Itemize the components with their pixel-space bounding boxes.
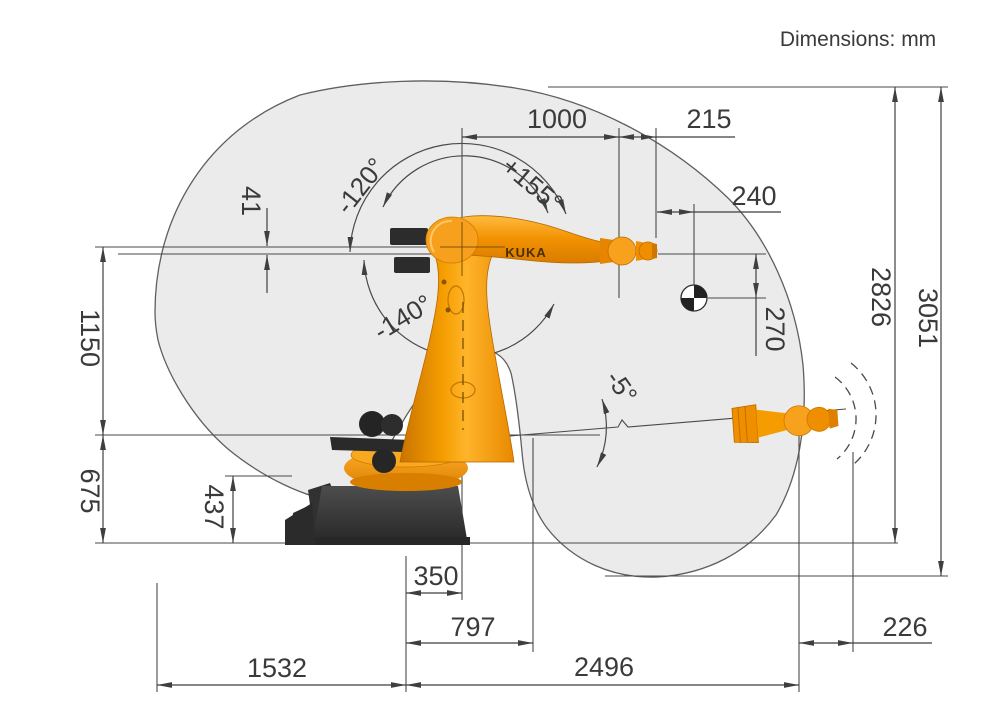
dim-41-label: 41: [236, 186, 266, 216]
kuka-logo: KUKA: [505, 245, 547, 260]
wrist-axis-line: [509, 408, 847, 437]
dim-240-label: 240: [731, 181, 776, 211]
dim-270-label: 270: [760, 306, 790, 351]
dim-1000-label: 1000: [527, 104, 587, 134]
dim-437-label: 437: [199, 484, 229, 529]
dim-350-label: 350: [413, 561, 458, 591]
dim-2826-label: 2826: [866, 267, 896, 327]
dim-1150-label: 1150: [75, 309, 105, 367]
robot: KUKA: [285, 215, 839, 545]
robot-arm: KUKA: [390, 215, 658, 276]
dim-797-label: 797: [450, 612, 495, 642]
dimension-lines: [100, 87, 944, 688]
dim-226-label: 226: [882, 612, 927, 642]
units-note: Dimensions: mm: [780, 28, 936, 51]
dim-1532-label: 1532: [247, 653, 307, 683]
dim-675-label: 675: [75, 468, 105, 513]
angle-arcs: [347, 142, 610, 468]
max-reach-dashed-arcs: [834, 362, 877, 465]
dim-3051-label: 3051: [913, 288, 943, 348]
dim-215-label: 215: [686, 104, 731, 134]
robot-base: [285, 483, 470, 545]
dim-2496-label: 2496: [574, 652, 634, 682]
robot-wrist-down: [731, 404, 839, 444]
center-of-gravity-symbol: [680, 284, 708, 312]
